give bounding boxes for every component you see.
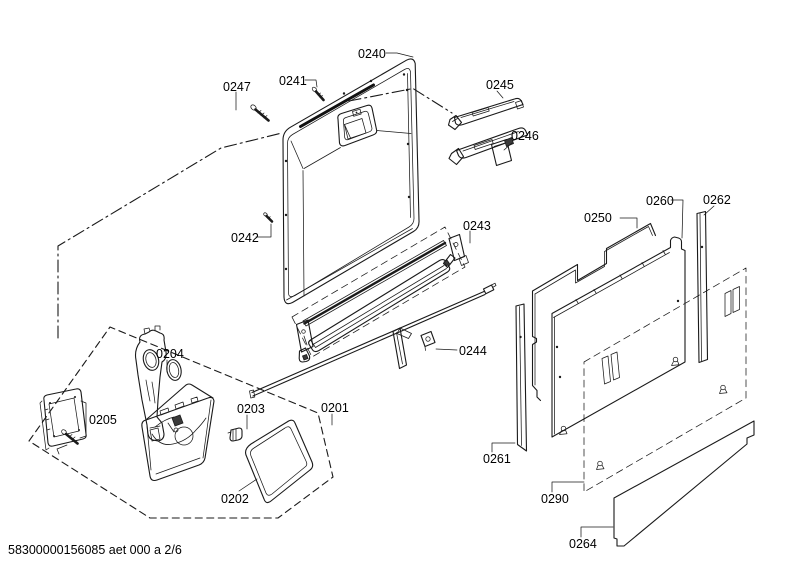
hinge-lever-0246: [448, 127, 529, 167]
funnel-bezel-0204: [134, 325, 167, 442]
door-spring-rod: [249, 282, 497, 399]
part-label-0243: 0243: [463, 219, 491, 233]
screw-0247: [250, 104, 270, 122]
part-label-0240: 0240: [358, 47, 386, 61]
document-code: 58300000156085 aet 000 a 2/6: [8, 543, 182, 557]
kick-panel-0264: [613, 420, 755, 547]
part-label-0262: 0262: [703, 193, 731, 207]
detergent-dispenser-unit: [141, 383, 215, 482]
part-labels: 0240 0241 0247 0242 0243 0244 0245 0246 …: [89, 47, 731, 551]
part-label-0203: 0203: [237, 402, 265, 416]
screw-0241: [311, 86, 325, 102]
cap-0203: [227, 427, 243, 442]
part-label-0242: 0242: [231, 231, 259, 245]
part-label-0202: 0202: [221, 492, 249, 506]
door-assembly-outline-0290: [583, 267, 747, 493]
part-label-0246: 0246: [511, 129, 539, 143]
insulation-panel-0250: [531, 222, 657, 402]
part-label-0204: 0204: [156, 347, 184, 361]
hinge-bracket-right: [442, 233, 469, 269]
control-module-0205: [39, 388, 87, 451]
part-label-0264: 0264: [569, 537, 597, 551]
part-label-0205: 0205: [89, 413, 117, 427]
screw-0242: [263, 212, 274, 223]
part-label-0261: 0261: [483, 452, 511, 466]
phantom-lines: [57, 87, 453, 339]
part-label-0247: 0247: [223, 80, 251, 94]
part-label-0250: 0250: [584, 211, 612, 225]
hinge-lever-0245: [447, 97, 524, 131]
gasket-ring-0204: [166, 359, 182, 381]
outer-door-panel-0260: [551, 236, 686, 438]
part-label-0241: 0241: [279, 74, 307, 88]
trim-strip-0261: [515, 303, 528, 452]
part-label-0260: 0260: [646, 194, 674, 208]
screw-0205: [56, 429, 79, 455]
part-label-0244: 0244: [459, 344, 487, 358]
part-label-0245: 0245: [486, 78, 514, 92]
trim-strip-0262: [696, 210, 709, 364]
panel-seal-0202: [245, 419, 314, 504]
inner-door-panel: [282, 58, 420, 305]
dispenser-group-outline: [28, 326, 334, 519]
hinge-bracket-left: [295, 319, 314, 363]
part-label-0290: 0290: [541, 492, 569, 506]
part-label-0201: 0201: [321, 401, 349, 415]
door-seal-group: [291, 226, 466, 358]
dispenser-cutout: [337, 104, 378, 147]
leader-lines: [79, 52, 715, 538]
